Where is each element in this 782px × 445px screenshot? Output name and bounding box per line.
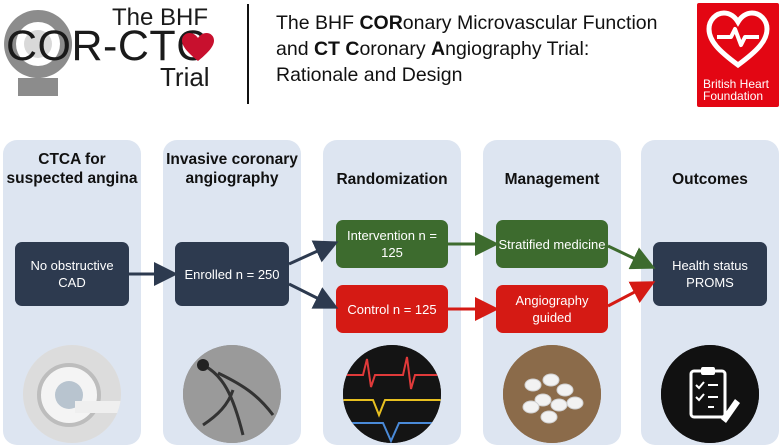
column-heading-management: Management <box>504 171 600 188</box>
title-fragment: Rationale and Design <box>276 64 463 86</box>
box-enrolled: Enrolled n = 250 <box>175 242 289 306</box>
bhf-logo: British Heart Foundation <box>697 3 779 107</box>
cor-ctca-logo: The BHF COR-CTC Trial <box>0 0 240 105</box>
title-fragment: and <box>276 38 314 60</box>
box-no-obstructive-cad: No obstructive CAD <box>15 242 129 306</box>
column-outcomes: Outcomes Health status PROMS <box>641 140 779 445</box>
heart-icon <box>182 33 214 61</box>
arrow-enrolled-to-intervention <box>288 240 339 266</box>
arrow-enrolled-to-control <box>288 282 339 309</box>
title-fragment: COR <box>359 12 403 34</box>
column-heading-ctca: CTCA for suspected angina <box>6 151 138 187</box>
box-intervention: Intervention n = 125 <box>336 220 448 268</box>
title-fragment: CT C <box>313 38 360 60</box>
arrow-stratified-to-outcomes <box>607 244 656 270</box>
column-ctca: CTCA for suspected angina No obstructive… <box>3 140 141 445</box>
ct-scanner-photo <box>23 345 121 443</box>
title-fragment: oronary <box>359 38 431 60</box>
header-divider <box>247 4 249 104</box>
title-fragment: ngiography Trial: <box>445 38 590 60</box>
title-fragment: onary Microvascular Function <box>402 12 658 34</box>
bhf-logo-line1: British Heart <box>703 77 770 91</box>
column-invasive-angiography: Invasive coronary angiography Enrolled n… <box>163 140 301 445</box>
ct-scanner-icon <box>4 10 73 96</box>
ecg-traces-photo <box>343 345 441 443</box>
arrow-angiography-to-outcomes <box>607 281 656 308</box>
trial-title: The BHF CORonary Microvascular Function a… <box>276 10 696 88</box>
box-health-status: Health status PROMS <box>653 242 767 306</box>
box-stratified-medicine: Stratified medicine <box>496 220 608 268</box>
clipboard-checklist-icon <box>661 345 759 443</box>
column-heading-randomization: Randomization <box>336 171 448 188</box>
bhf-logo-line2: Foundation <box>703 89 764 103</box>
column-management: Management Stratified medicine Angiograp… <box>483 140 621 445</box>
box-control: Control n = 125 <box>336 285 448 333</box>
box-angiography-guided: Angiography guided <box>496 285 608 333</box>
logo-the-bhf: The BHF <box>112 4 209 31</box>
column-heading-invasive-angiography: Invasive coronary angiography <box>166 151 298 187</box>
pills-photo <box>503 345 601 443</box>
angiogram-photo <box>183 345 281 443</box>
title-fragment: The BHF <box>276 12 360 34</box>
column-heading-outcomes: Outcomes <box>672 171 748 188</box>
title-fragment: A <box>431 38 446 60</box>
bhf-heart-icon <box>706 10 770 69</box>
logo-cor-ctc: COR-CTC <box>6 22 208 70</box>
column-randomization: Randomization Intervention n = 125 Contr… <box>323 140 461 445</box>
logo-trial: Trial <box>160 62 210 92</box>
